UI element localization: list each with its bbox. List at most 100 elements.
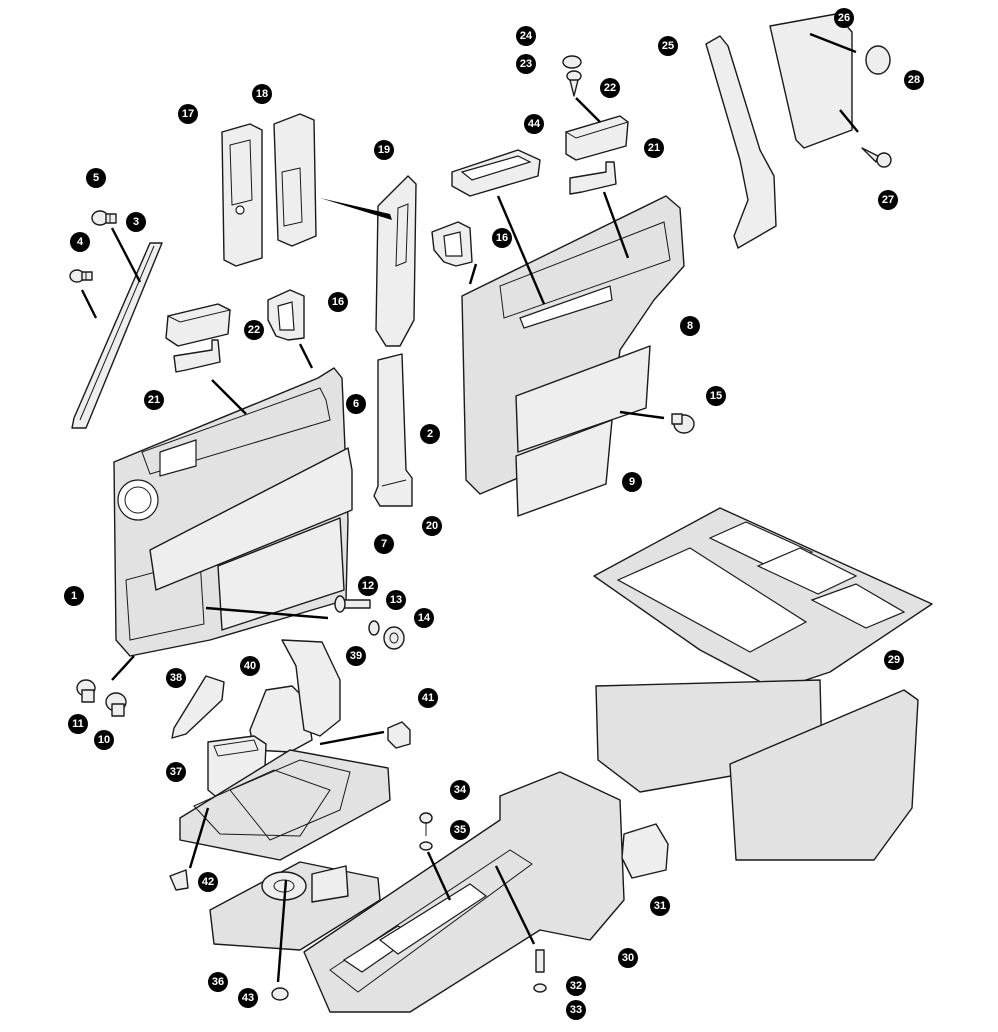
svg-text:15: 15 [710,390,722,402]
callout-38: 38 [166,668,186,688]
leader-18 [320,198,392,220]
callout-29: 29 [884,650,904,670]
svg-text:43: 43 [242,992,254,1004]
part-27-screw [861,147,892,168]
leader-42 [188,807,210,869]
callout-17: 17 [178,104,198,124]
svg-text:3: 3 [133,216,139,228]
part-43-screw [271,987,289,1001]
callout-31: 31 [650,896,670,916]
part-10-clip [105,692,127,717]
svg-text:40: 40 [244,660,256,672]
svg-text:16: 16 [332,296,344,308]
callout-44: 44 [524,114,544,134]
svg-text:30: 30 [622,952,634,964]
callout-16-right: 16 [492,228,512,248]
svg-text:1: 1 [71,590,77,602]
svg-text:32: 32 [570,980,582,992]
svg-text:8: 8 [687,320,693,332]
leader-16-right [468,263,478,285]
part-8-insert [515,345,651,453]
part-13-washer [368,620,380,636]
part-44-pocket [451,149,541,197]
callout-15: 15 [706,386,726,406]
part-6-upper-insert [149,447,353,591]
callout-23: 23 [516,54,536,74]
part-3-trim-strip [71,242,163,429]
part-22-pocket-right [564,115,630,161]
callout-21-right: 21 [644,138,664,158]
callout-2: 2 [420,424,440,444]
callout-34: 34 [450,780,470,800]
callout-3: 3 [126,212,146,232]
svg-text:29: 29 [888,654,900,666]
part-29-storage-tray [593,507,933,861]
callout-30: 30 [618,948,638,968]
callout-12: 12 [358,576,378,596]
svg-text:16: 16 [496,232,508,244]
leader-16-left [298,343,314,369]
callout-40: 40 [240,656,260,676]
svg-text:44: 44 [528,118,541,130]
part-23-screw [566,70,582,97]
leader-44 [496,195,546,305]
callout-26: 26 [834,8,854,28]
callout-13: 13 [386,590,406,610]
callout-6: 6 [346,394,366,414]
svg-text:13: 13 [390,594,402,606]
callout-19: 19 [374,140,394,160]
svg-text:9: 9 [629,476,635,488]
leader-21-right [602,191,630,259]
svg-text:39: 39 [350,650,362,662]
leader-27 [839,109,859,133]
callout-16-left: 16 [328,292,348,312]
part-17-handle-plate [221,123,263,267]
svg-text:19: 19 [378,144,390,156]
part-21-bracket-right [569,161,617,195]
leader-1-11 [111,655,135,681]
part-38-cover [171,675,225,739]
svg-text:25: 25 [662,40,674,52]
part-18-handle-plate [273,113,317,247]
svg-text:31: 31 [654,900,666,912]
callout-7: 7 [374,534,394,554]
part-25-c-pillar [705,35,777,249]
part-16-surround-left [267,289,305,341]
callout-1: 1 [64,586,84,606]
part-31-end-cap [621,823,669,879]
svg-text:2: 2 [427,428,433,440]
part-14-nut [383,626,405,650]
part-21-bracket-left [173,339,221,373]
svg-text:4: 4 [77,236,84,248]
svg-text:6: 6 [353,398,359,410]
svg-text:22: 22 [248,324,260,336]
callout-11: 11 [68,714,88,734]
svg-text:28: 28 [908,74,920,86]
part-30-centre-console [303,771,625,1013]
callout-18: 18 [252,84,272,104]
leader-4 [80,289,98,319]
svg-text:21: 21 [148,394,160,406]
leader-21-left [211,379,247,415]
part-41-clip [387,721,411,749]
part-12-screw [334,595,371,613]
callout-22-right: 22 [600,78,620,98]
svg-text:10: 10 [98,734,110,746]
part-28-cap [865,45,891,75]
callout-39: 39 [346,646,366,666]
svg-text:37: 37 [170,766,182,778]
svg-text:26: 26 [838,12,850,24]
svg-text:21: 21 [648,142,660,154]
part-5-clip [91,210,117,226]
callout-22-left: 22 [244,320,264,340]
callout-5: 5 [86,168,106,188]
svg-text:23: 23 [520,58,532,70]
callout-28: 28 [904,70,924,90]
callout-35: 35 [450,820,470,840]
callout-8: 8 [680,316,700,336]
part-33-washer [533,983,547,993]
callout-32: 32 [566,976,586,996]
callout-37: 37 [166,762,186,782]
callout-20: 20 [422,516,442,536]
